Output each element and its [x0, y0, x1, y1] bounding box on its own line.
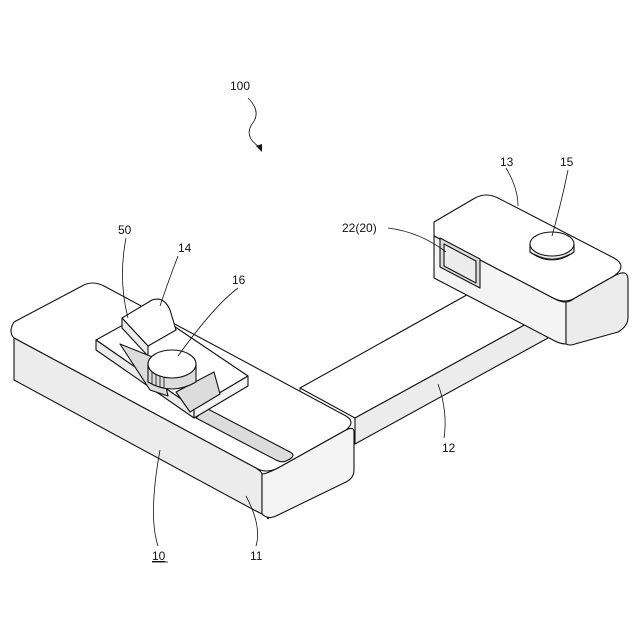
- leader-14: [160, 256, 178, 306]
- label-13: 13: [500, 155, 514, 169]
- leader-15: [552, 170, 568, 236]
- label-50: 50: [118, 223, 132, 237]
- label-22: 22(20): [342, 221, 377, 235]
- leader-13: [506, 168, 518, 206]
- head-knob-15: [530, 232, 574, 260]
- label-15: 15: [560, 155, 574, 169]
- slider-knob-16: [148, 350, 196, 389]
- label-16: 16: [232, 273, 246, 287]
- label-10: 10: [152, 549, 166, 563]
- leader-10: [153, 450, 160, 546]
- label-100: 100: [230, 79, 250, 93]
- label-12: 12: [442, 441, 456, 455]
- label-14: 14: [178, 241, 192, 255]
- label-11: 11: [250, 549, 263, 563]
- leader-100: [248, 98, 258, 146]
